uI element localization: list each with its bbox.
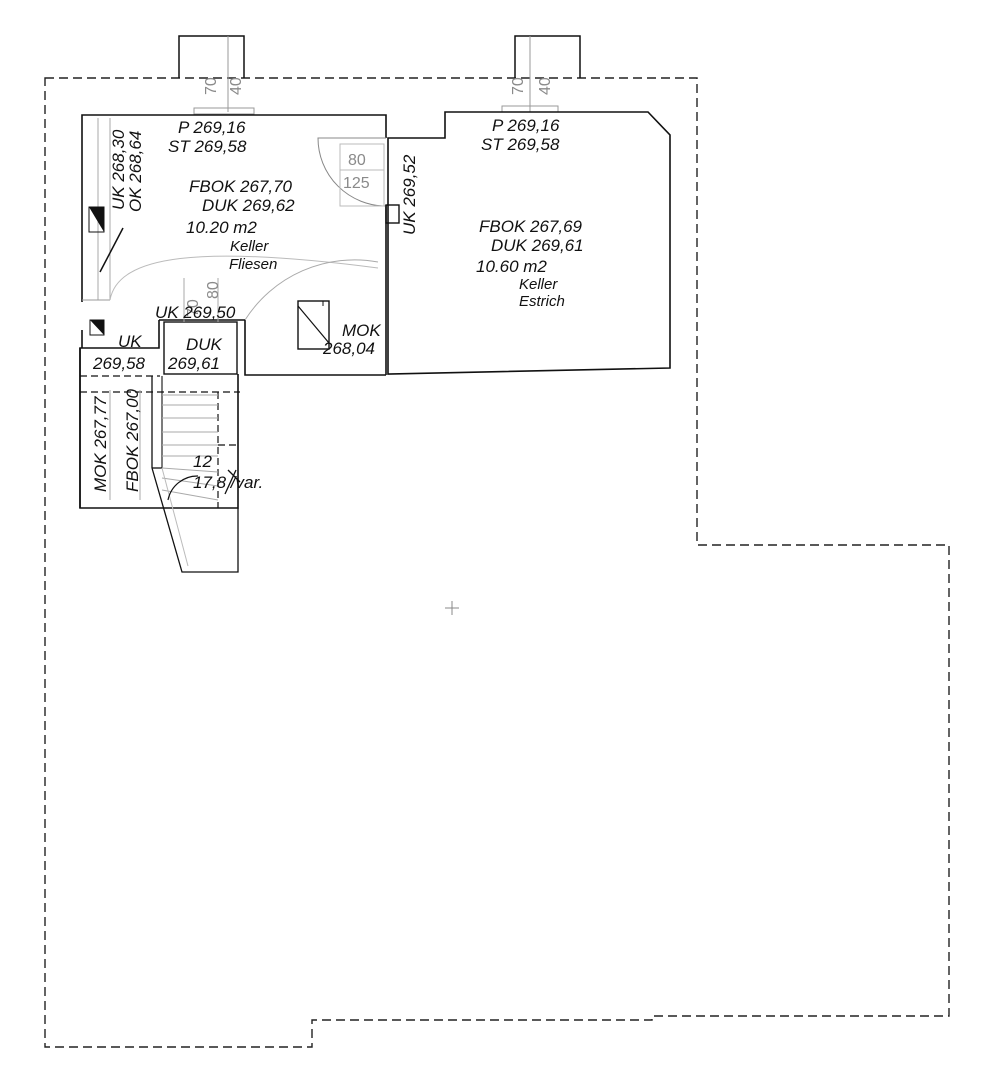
room-right-floor: Estrich bbox=[519, 293, 565, 310]
window-uk: UK 268,30 bbox=[109, 129, 128, 210]
door-inner-80: 80 bbox=[205, 281, 222, 299]
chimney-left-40: 40 bbox=[228, 77, 245, 95]
stair-mok: MOK 267,77 bbox=[91, 396, 110, 492]
room-left-area: 10.20 m2 bbox=[186, 218, 257, 237]
stair-count: 12 bbox=[193, 452, 212, 471]
building-outline bbox=[44, 77, 950, 1048]
room-right: P 269,16 ST 269,58 FBOK 267,69 DUK 269,6… bbox=[387, 111, 671, 375]
stair-duk-value: 269,61 bbox=[167, 354, 220, 373]
chimney-right: 70 40 bbox=[501, 35, 581, 113]
window-ok: OK 268,64 bbox=[126, 131, 145, 212]
room-left-name: Keller bbox=[230, 238, 269, 255]
room-right-area: 10.60 m2 bbox=[476, 257, 547, 276]
stair-rise: 17,8 /var. bbox=[193, 473, 263, 492]
room-right-name: Keller bbox=[519, 276, 558, 293]
room-right-fbok: FBOK 267,69 bbox=[479, 217, 583, 236]
room-left-duk: DUK 269,62 bbox=[202, 196, 295, 215]
uk-door-label: UK 269,50 bbox=[155, 303, 236, 322]
wall-divider: UK 269,52 bbox=[385, 154, 419, 235]
stair-duk-label: DUK bbox=[186, 335, 223, 354]
mok-value: 268,04 bbox=[322, 339, 375, 358]
room-left-p: P 269,16 bbox=[178, 118, 246, 137]
room-right-duk: DUK 269,61 bbox=[491, 236, 584, 255]
room-left-fbok: FBOK 267,70 bbox=[189, 177, 293, 196]
mok-label: MOK bbox=[342, 321, 381, 340]
room-left-floor: Fliesen bbox=[229, 256, 277, 273]
stair-area: 70 80 UK 269,58 DUK bbox=[79, 278, 263, 573]
room-right-p: P 269,16 bbox=[492, 116, 560, 135]
door-width: 80 bbox=[348, 152, 366, 169]
chimney-right-70: 70 bbox=[510, 77, 527, 95]
center-mark-icon bbox=[445, 601, 459, 615]
chimney-right-40: 40 bbox=[537, 77, 554, 95]
door-inner-70: 70 bbox=[185, 299, 202, 317]
door-height: 125 bbox=[343, 175, 370, 192]
room-left: 80 125 MOK 268,04 P 269,16 ST 269,58 FBO… bbox=[81, 114, 387, 376]
stair-uk-label: UK bbox=[118, 332, 142, 351]
wall-uk: UK 269,52 bbox=[400, 154, 419, 235]
chimney-left: 70 40 bbox=[178, 35, 255, 115]
stair-fbok: FBOK 267,00 bbox=[123, 388, 142, 492]
stair-uk-value: 269,58 bbox=[92, 354, 146, 373]
chimney-left-70: 70 bbox=[203, 77, 220, 95]
room-left-st: ST 269,58 bbox=[168, 137, 247, 156]
room-right-st: ST 269,58 bbox=[481, 135, 560, 154]
